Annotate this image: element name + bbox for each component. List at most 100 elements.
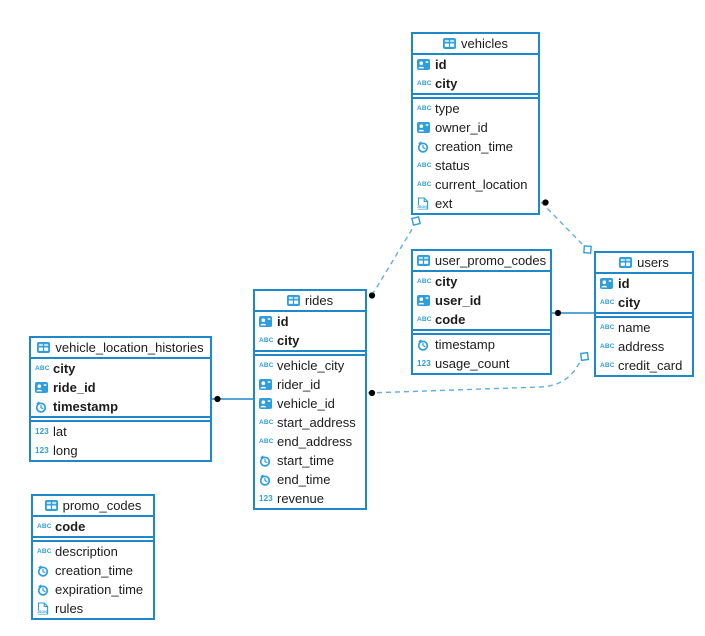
- column-name: type: [435, 101, 460, 116]
- column-row-creation_time[interactable]: creation_time: [413, 137, 538, 156]
- table-icon: [619, 257, 633, 268]
- svg-text:JSON: JSON: [37, 610, 47, 614]
- column-row-id[interactable]: id: [596, 274, 692, 293]
- column-name: id: [277, 314, 289, 329]
- column-name: vehicle_city: [277, 358, 345, 373]
- column-row-user_id[interactable]: user_id: [413, 291, 550, 310]
- id-badge-icon: [259, 398, 277, 409]
- text-type-icon: ABC: [259, 419, 274, 426]
- column-row-creation_time[interactable]: creation_time: [33, 561, 153, 580]
- table-header[interactable]: vehicle_location_histories: [31, 338, 210, 359]
- column-name: long: [53, 443, 78, 458]
- column-name: usage_count: [435, 356, 510, 371]
- text-type-icon: ABC: [600, 324, 615, 331]
- column-row-timestamp[interactable]: timestamp: [31, 397, 210, 416]
- json-icon: JSON: [37, 602, 55, 615]
- column-row-id[interactable]: id: [255, 312, 365, 331]
- column-row-end_time[interactable]: end_time: [255, 470, 365, 489]
- column-row-start_time[interactable]: start_time: [255, 451, 365, 470]
- column-row-owner_id[interactable]: owner_id: [413, 118, 538, 137]
- column-name: description: [55, 544, 118, 559]
- column-name: id: [435, 57, 447, 72]
- column-row-usage_count[interactable]: 123 usage_count: [413, 354, 550, 373]
- number-type-icon: 123: [417, 359, 431, 368]
- column-row-timestamp[interactable]: timestamp: [413, 335, 550, 354]
- text-type-icon: ABC: [417, 181, 432, 188]
- table-header[interactable]: user_promo_codes: [413, 251, 550, 272]
- column-row-vehicle_id[interactable]: vehicle_id: [255, 394, 365, 413]
- relationship-line[interactable]: [540, 201, 585, 247]
- column-name: rider_id: [277, 377, 321, 392]
- column-name: address: [618, 339, 665, 354]
- table-header[interactable]: vehicles: [413, 34, 538, 55]
- column-row-ride_id[interactable]: ride_id: [31, 378, 210, 397]
- column-name: owner_id: [435, 120, 488, 135]
- table-name: rides: [304, 293, 334, 308]
- column-name: start_address: [277, 415, 356, 430]
- table-header[interactable]: promo_codes: [33, 496, 153, 517]
- relationship-line[interactable]: [367, 361, 581, 394]
- column-name: current_location: [435, 177, 528, 192]
- json-icon: JSON: [417, 197, 435, 210]
- table-name: vehicles: [461, 36, 508, 51]
- column-row-id[interactable]: id: [413, 55, 538, 74]
- relationship-diamond-end: [579, 351, 590, 362]
- column-name: creation_time: [55, 563, 134, 578]
- column-name: timestamp: [435, 337, 495, 352]
- columns-section: timestamp 123 usage_count: [413, 333, 550, 373]
- relationship-user-promo-codes-users: [552, 309, 594, 317]
- text-type-icon: ABC: [417, 162, 432, 169]
- column-name: user_id: [435, 293, 482, 308]
- table-header[interactable]: rides: [255, 291, 365, 312]
- table-header[interactable]: users: [596, 253, 692, 274]
- text-type-icon: ABC: [37, 548, 52, 555]
- relationship-dot-end: [368, 292, 376, 299]
- text-type-icon: ABC: [417, 105, 432, 112]
- column-row-expiration_time[interactable]: expiration_time: [33, 580, 153, 599]
- clock-icon: [37, 584, 55, 596]
- text-type-icon: ABC: [259, 438, 274, 445]
- id-badge-icon: [417, 122, 435, 133]
- column-row-rider_id[interactable]: rider_id: [255, 375, 365, 394]
- relationship-line[interactable]: [371, 225, 415, 296]
- relationship-dot-end: [214, 395, 221, 403]
- text-type-icon: ABC: [259, 362, 274, 369]
- column-name: creation_time: [435, 139, 514, 154]
